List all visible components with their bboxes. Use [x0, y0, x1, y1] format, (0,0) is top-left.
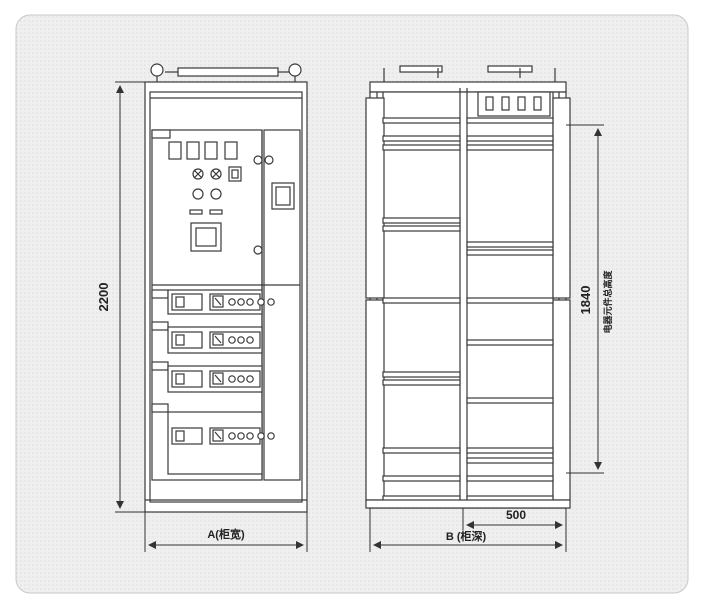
depth-label: B (柜深) — [446, 529, 487, 543]
height-dimension — [115, 81, 145, 513]
partial-depth-dimension — [462, 508, 567, 552]
meter-2 — [186, 141, 200, 160]
top-bar — [177, 67, 279, 77]
lifting-eye-left — [150, 63, 164, 77]
component-height-caption: 电器元件总高度 — [602, 270, 613, 334]
button-2 — [210, 188, 222, 200]
component-height-dimension — [566, 124, 604, 474]
height-label: 2200 — [96, 283, 111, 312]
component-height-label: 1840 — [578, 286, 593, 315]
meter-4 — [224, 141, 238, 160]
width-label: A(柜宽) — [207, 527, 245, 541]
side-view-frame — [365, 65, 571, 509]
meter-3 — [204, 141, 218, 160]
depth-dimension — [369, 508, 563, 552]
meter-1 — [168, 141, 182, 160]
width-dimension — [144, 512, 308, 552]
front-view-cabinet — [144, 63, 308, 513]
partial-depth-label: 500 — [506, 508, 526, 522]
top-beam — [369, 81, 567, 93]
lifting-eye-right — [288, 63, 302, 77]
button-1 — [192, 188, 204, 200]
